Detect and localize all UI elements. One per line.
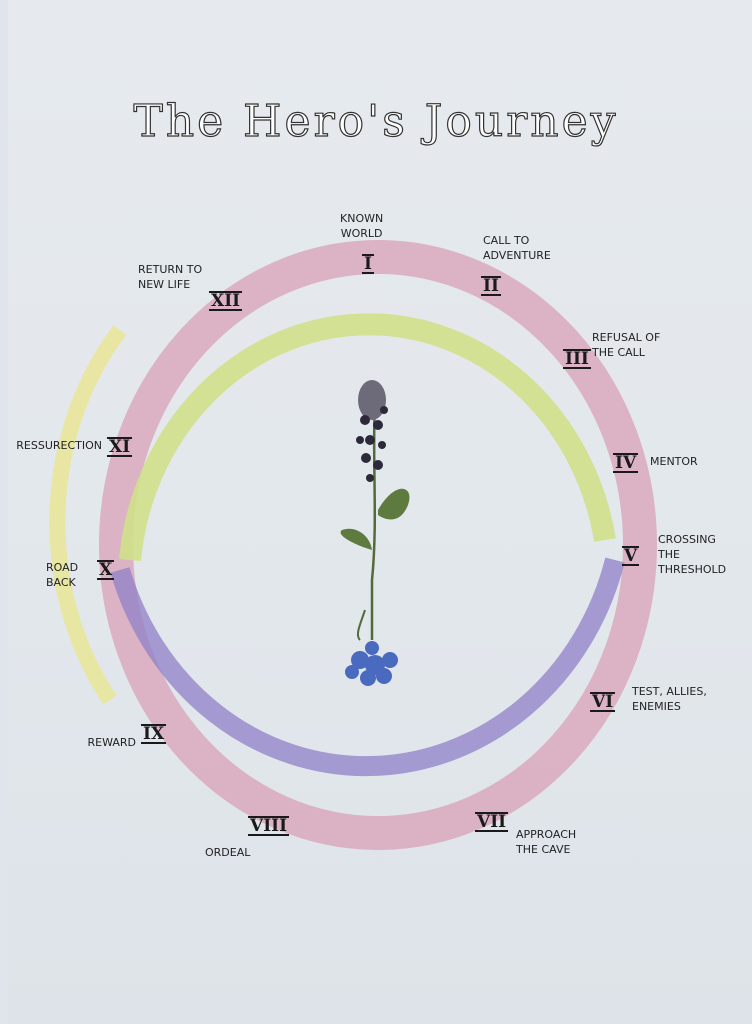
stage-label-road-back: RoadBack <box>46 561 79 589</box>
stage-label-call-to-adventure: Call toAdventure <box>483 234 551 262</box>
ring-yellow-arc <box>49 325 127 705</box>
stage-numeral-8: VIII <box>248 816 290 836</box>
stage-label-crossing-the-threshold: CrossingtheThreshold <box>658 533 727 576</box>
stage-numeral-12: XII <box>209 291 243 311</box>
ring-outer-pink <box>99 240 657 850</box>
stage-label-approach-the-cave: Approachthe Cave <box>516 828 577 856</box>
pressed-flower-illustration <box>340 380 410 686</box>
stage-numeral-11: XI <box>107 437 133 457</box>
stage-label-known-world: KnownWorld <box>340 212 384 240</box>
stage-label-reward: Reward <box>87 736 136 749</box>
ring-purple-arc <box>110 557 625 777</box>
stage-numeral-4: IV <box>613 453 639 473</box>
stage-label-ordeal: Ordeal <box>205 846 251 859</box>
stage-label-mentor: Mentor <box>650 455 698 468</box>
stage-numeral-6: VI <box>590 692 616 712</box>
stage-numeral-10: X <box>97 560 115 580</box>
stage-label-return-to-new-life: Return toNew Life <box>138 263 203 291</box>
stage-label-test-allies-enemies: Test, Allies,Enemies <box>632 685 707 713</box>
stage-numeral-3: III <box>563 349 591 369</box>
page-title: The Hero's Journey <box>133 95 619 147</box>
stage-numeral-2: II <box>481 276 501 296</box>
stage-label-ressurection: Ressurection <box>16 439 102 452</box>
stage-label-refusal-of-the-call: Refusal ofthe Call <box>592 331 661 359</box>
ring-green-arc <box>119 313 616 562</box>
stage-numeral-1: I <box>362 254 374 274</box>
stage-numeral-7: VII <box>475 812 509 832</box>
stage-numeral-5: V <box>622 546 640 566</box>
stage-numeral-9: IX <box>141 724 167 744</box>
